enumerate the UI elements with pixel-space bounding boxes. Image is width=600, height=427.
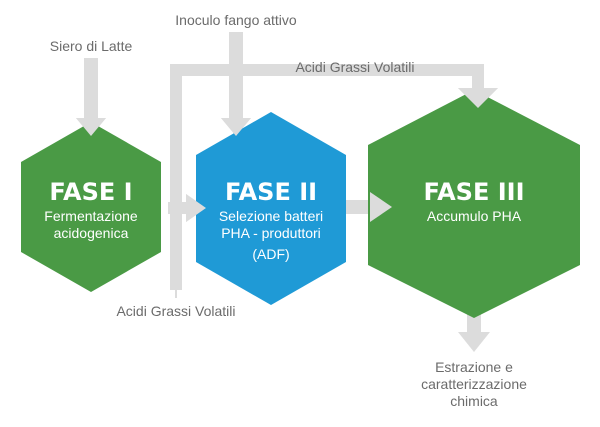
phase-2-sub3: (ADF): [252, 246, 289, 262]
phase-1-sub2: acidogenica: [54, 225, 129, 241]
arrow-f2-f3-head-front: [370, 192, 392, 222]
phase-1-title: FASE I: [49, 178, 132, 206]
arrow-f1-f2-head-front: [186, 194, 206, 222]
agv-loop-left-front: [170, 190, 182, 290]
agv-top-label: Acidi Grassi Volatili: [295, 59, 414, 75]
output-arrow-head: [458, 332, 490, 352]
phase-1-sub1: Fermentazione: [44, 208, 138, 224]
siero-label: Siero di Latte: [50, 38, 133, 54]
phase-2-hexagon: [196, 112, 346, 305]
phase-1-hexagon: [21, 122, 161, 292]
siero-arrow-shaft: [84, 58, 98, 120]
output-label-line1: Estrazione e: [435, 359, 513, 375]
phase-2-title: FASE II: [225, 178, 317, 206]
phase-3-sub1: Accumulo PHA: [427, 208, 522, 224]
agv-loop-right: [472, 64, 484, 90]
inoculo-label: Inoculo fango attivo: [175, 12, 297, 28]
arrow-f2-f3-shaft: [338, 200, 372, 214]
inoculo-arrow-head-front: [221, 118, 251, 136]
agv-loop-top: [170, 64, 484, 76]
arrow-f1-f2-shaft-front: [168, 202, 188, 214]
siero-arrow-head-front: [76, 118, 106, 136]
output-label-line2: caratterizzazione: [421, 376, 527, 392]
agv-arrow-head-front: [458, 88, 498, 108]
phase-2-sub1: Selezione batteri: [219, 208, 323, 224]
phase-2-sub2: PHA - produttori: [221, 225, 321, 241]
output-label-line3: chimica: [450, 393, 498, 409]
phase-3-title: FASE III: [423, 178, 524, 206]
phase-3-hexagon: [368, 90, 580, 318]
agv-bottom-label: Acidi Grassi Volatili: [116, 303, 235, 319]
